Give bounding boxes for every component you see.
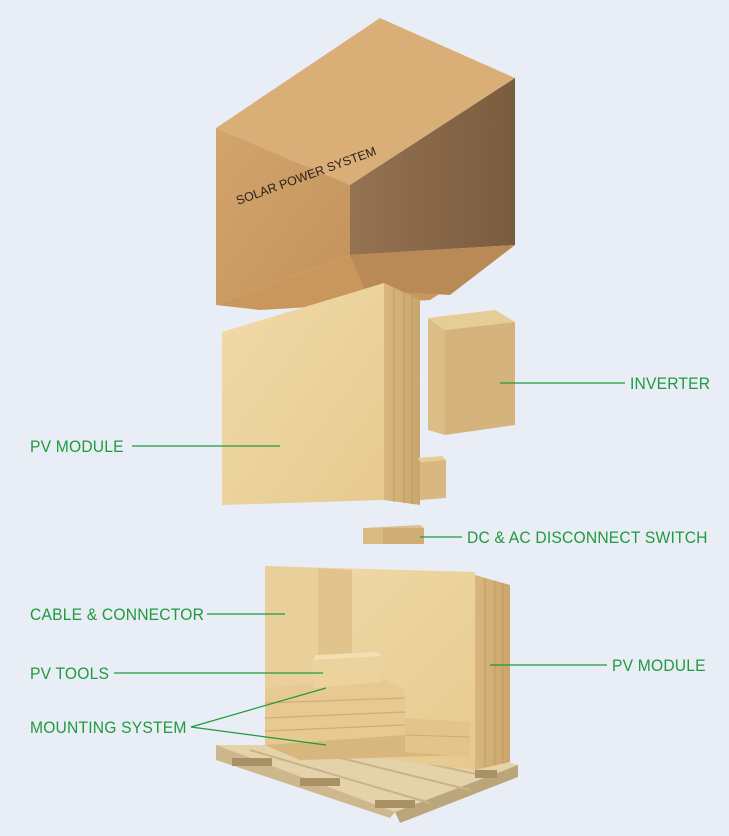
- label-pv-tools: PV TOOLS: [30, 664, 110, 683]
- label-mounting-system: MOUNTING SYSTEM: [30, 718, 187, 737]
- pv-module-stack-upper: [222, 283, 420, 505]
- label-dc-ac-disconnect-switch: DC & AC DISCONNECT SWITCH: [467, 528, 708, 547]
- small-box-upper: [418, 456, 446, 500]
- label-cable-connector: CABLE & CONNECTOR: [30, 605, 205, 624]
- label-inverter: INVERTER: [630, 374, 711, 393]
- leader-lines: [114, 382, 625, 746]
- inverter-box: [428, 310, 515, 435]
- cable-connector-box: [265, 566, 352, 690]
- pv-tools-box: [313, 652, 382, 688]
- mounting-system-stack: [264, 678, 471, 760]
- label-pv-module-top: PV MODULE: [30, 437, 124, 456]
- solar-power-system-carton: SOLAR POWER SYSTEM: [216, 18, 515, 310]
- label-pv-module-bottom: PV MODULE: [612, 656, 706, 675]
- disconnect-switch-box: [363, 525, 424, 544]
